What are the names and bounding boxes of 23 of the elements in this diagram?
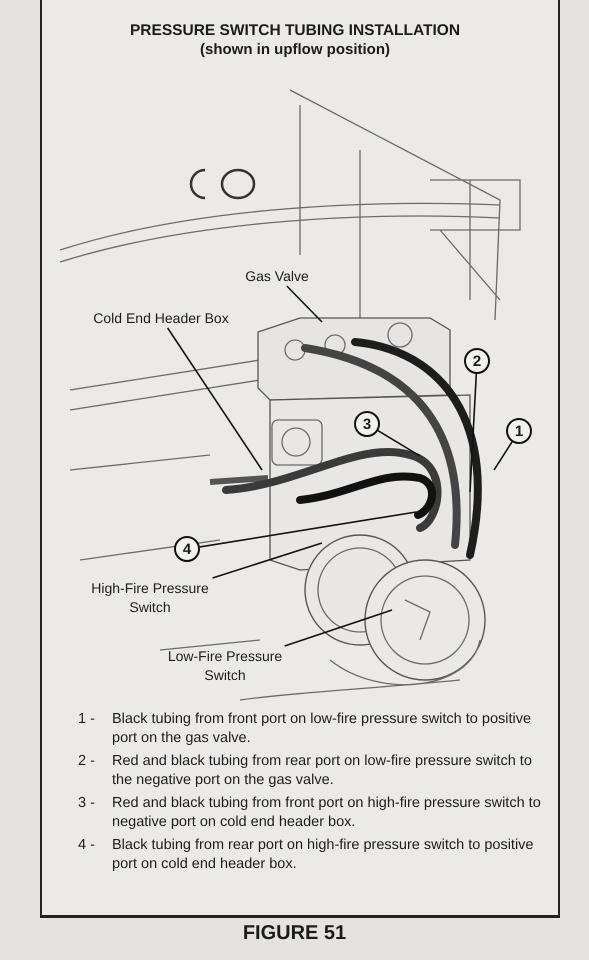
note-text: Black tubing from rear port on high-fire pressure switch to positive port on cold end header box.	[112, 836, 534, 874]
part-label: Gas Valve	[232, 266, 322, 286]
part-label: Cold End Header Box	[76, 308, 246, 328]
subtitle: (shown in upflow position)	[199, 41, 391, 58]
leader-line	[493, 442, 513, 470]
note-number: 2 -	[78, 752, 96, 771]
note-number: 3 -	[78, 794, 96, 813]
note-text: Red and black tubing from rear port on low-fire pressure switch to the negative port on the gas valve.	[112, 752, 533, 790]
figure-caption: FIGURE 51	[242, 922, 348, 945]
note-number: 4 -	[78, 836, 96, 855]
leader-line	[200, 511, 416, 548]
note-number: 1 -	[78, 710, 96, 729]
part-label: High-Fire Pressure Switch	[80, 578, 220, 618]
leader-line	[286, 285, 323, 323]
leader-line	[166, 328, 263, 470]
note-text: Red and black tubing from front port on high-fire pressure switch to negative port on cold end header box.	[112, 794, 542, 832]
leader-line	[284, 609, 392, 647]
title: PRESSURE SWITCH TUBING INSTALLATION	[128, 22, 462, 40]
leader-line	[469, 374, 478, 492]
leader-line	[378, 430, 420, 457]
part-label: Low-Fire Pressure Switch	[150, 646, 300, 686]
leader-line	[212, 542, 322, 579]
note-text: Black tubing from front port on low-fire pressure switch to positive port on the gas valve.	[112, 710, 532, 748]
